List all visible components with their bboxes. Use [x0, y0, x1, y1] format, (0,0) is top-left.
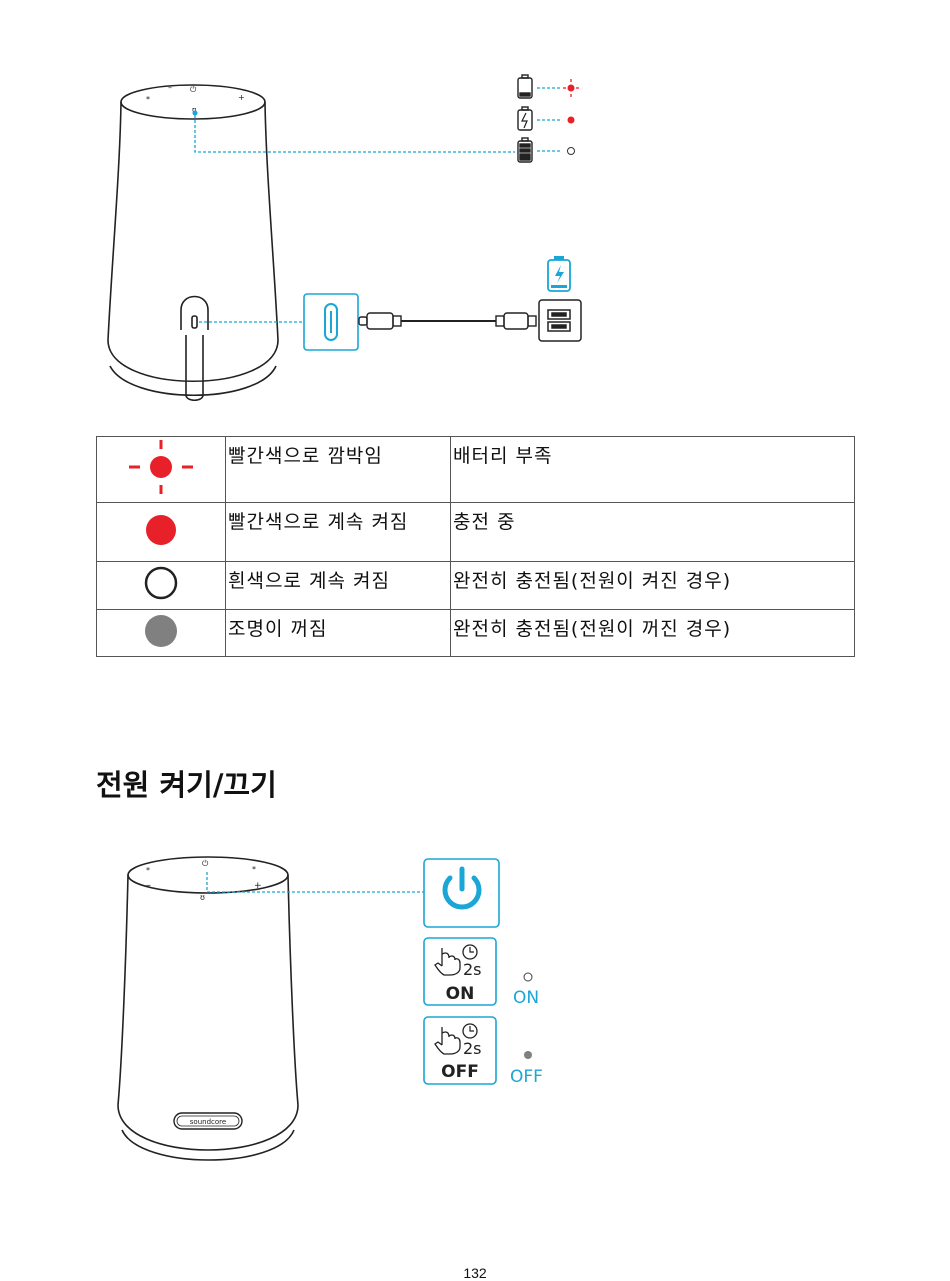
speaker-illustration: * ⏻ + – ʊ: [107, 83, 279, 402]
charging-diagram: * ⏻ + – ʊ: [107, 74, 582, 402]
red-solid-dot-icon: [567, 116, 575, 124]
led-status-table: 빨간색으로 깜박임 배터리 부족 빨간색으로 계속 켜짐 충전 중 흰색으로 계…: [96, 436, 855, 657]
battery-charging-cyan-icon: [547, 256, 571, 292]
meaning-text: 완전히 충전됨(전원이 켜진 경우): [450, 561, 855, 610]
light-status-text: 빨간색으로 계속 켜짐: [225, 502, 451, 562]
svg-text:soundcore: soundcore: [190, 1118, 226, 1126]
clock-icon: [462, 1023, 478, 1039]
light-status-text: 빨간색으로 깜박임: [225, 436, 451, 503]
svg-text:*: *: [146, 866, 150, 875]
white-ring-icon: [567, 147, 575, 155]
on-indicator-label: ON: [513, 988, 540, 1008]
svg-text:*: *: [146, 95, 150, 104]
table-row: 빨간색으로 계속 켜짐 충전 중: [96, 502, 855, 562]
svg-text:2s: 2s: [463, 960, 482, 979]
battery-low-icon: [517, 74, 533, 99]
meaning-text: 배터리 부족: [450, 436, 855, 503]
table-row: 빨간색으로 깜박임 배터리 부족: [96, 436, 855, 503]
speaker-illustration: – * + * ⏻ ʊ: [117, 856, 299, 1161]
svg-text:+: +: [238, 93, 245, 102]
light-status-text: 조명이 꺼짐: [225, 609, 451, 657]
table-row: 조명이 꺼짐 완전히 충전됨(전원이 꺼진 경우): [96, 609, 855, 657]
usb-adapter-icon: [538, 299, 582, 342]
soundcore-logo: soundcore: [173, 1112, 243, 1130]
section-title: 전원 켜기/끄기: [96, 768, 277, 802]
svg-text:*: *: [252, 865, 256, 874]
clock-icon: [462, 944, 478, 960]
power-icon: [442, 875, 482, 910]
power-button-callout: [423, 858, 500, 928]
power-diagram: – * + * ⏻ ʊ soundcore 2s ON 2s: [117, 856, 533, 1161]
usb-cable-icon: [358, 312, 537, 330]
svg-text:ON: ON: [446, 984, 475, 1004]
hold-off-instruction: 2s OFF: [423, 1016, 497, 1085]
red-solid-dot-icon: [146, 514, 176, 545]
svg-text:ʊ: ʊ: [200, 893, 205, 902]
svg-text:OFF: OFF: [441, 1062, 479, 1082]
battery-full-icon: [517, 137, 533, 163]
off-indicator-label: OFF: [510, 1067, 543, 1087]
light-status-text: 흰색으로 계속 켜짐: [225, 561, 451, 610]
meaning-text: 완전히 충전됨(전원이 꺼진 경우): [450, 609, 855, 657]
svg-text:⏻: ⏻: [190, 85, 197, 94]
svg-text:–: –: [168, 83, 172, 92]
gray-dot-icon: [145, 614, 177, 647]
white-ring-icon: [523, 972, 533, 982]
usb-c-port-icon: [303, 293, 359, 351]
meaning-text: 충전 중: [450, 502, 855, 562]
gray-dot-icon: [524, 1051, 532, 1059]
led-indicator-dot: [192, 110, 198, 116]
battery-charging-icon: [517, 106, 533, 131]
svg-text:ʊ: ʊ: [192, 106, 196, 114]
hand-press-icon: [434, 1027, 461, 1055]
hold-on-instruction: 2s ON: [423, 937, 497, 1006]
table-row: 흰색으로 계속 켜짐 완전히 충전됨(전원이 켜진 경우): [96, 561, 855, 610]
svg-text:2s: 2s: [463, 1039, 482, 1058]
svg-text:⏻: ⏻: [202, 859, 209, 868]
svg-text:+: +: [254, 881, 262, 891]
hand-press-icon: [434, 948, 461, 976]
white-ring-icon: [144, 566, 178, 600]
red-blinking-dot-icon: [129, 440, 193, 494]
red-blinking-dot-icon: [563, 79, 579, 97]
page-number: 132: [463, 1265, 487, 1281]
svg-text:–: –: [146, 880, 151, 891]
